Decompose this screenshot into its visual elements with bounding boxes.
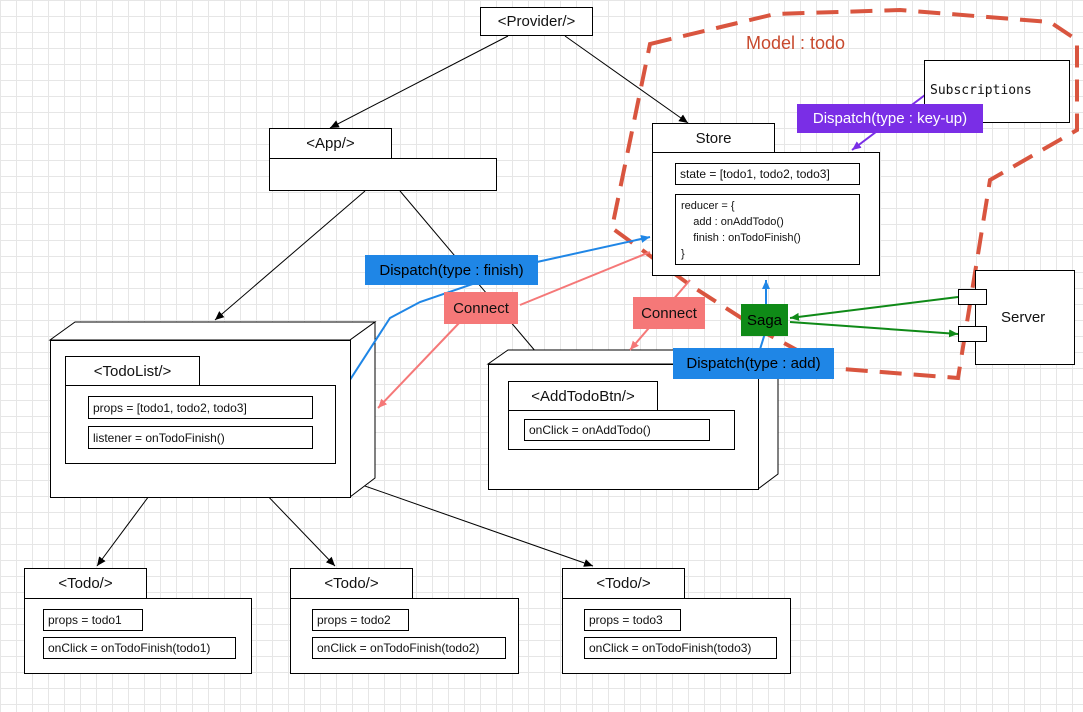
- todolist-header: <TodoList/>: [65, 356, 200, 386]
- todo2-header: <Todo/>: [290, 568, 413, 599]
- server-node: Server: [975, 270, 1075, 365]
- arrow-app-todolist: [214, 190, 366, 321]
- store-node-header: Store: [652, 123, 775, 153]
- app-node-header: <App/>: [269, 128, 392, 159]
- addtodobtn-onclick-field: onClick = onAddTodo(): [524, 419, 710, 441]
- dispatch-finish-line: [312, 235, 651, 438]
- store-reducer-field: reducer = { add : onAddTodo() finish : o…: [675, 194, 860, 265]
- todolist-box-top: [48, 321, 377, 341]
- todo1-onclick-field: onClick = onTodoFinish(todo1): [43, 637, 236, 659]
- addtodobtn-label: <AddTodoBtn/>: [531, 387, 635, 405]
- dispatch-add-tag: Dispatch(type : add): [673, 348, 834, 379]
- todo1-props-field: props = todo1: [43, 609, 143, 631]
- dispatch-keyup-tag: Dispatch(type : key-up): [797, 104, 983, 133]
- todo1-header: <Todo/>: [24, 568, 147, 599]
- addtodobtn-header: <AddTodoBtn/>: [508, 381, 658, 411]
- todo1-label: <Todo/>: [58, 575, 113, 592]
- todo3-onclick-field: onClick = onTodoFinish(todo3): [584, 637, 777, 659]
- todo3-label: <Todo/>: [596, 575, 651, 592]
- todolist-listener-field: listener = onTodoFinish(): [88, 426, 313, 449]
- server-label: Server: [1001, 309, 1046, 326]
- arrow-provider-app: [329, 35, 509, 129]
- todolist-props-field: props = [todo1, todo2, todo3]: [88, 396, 313, 419]
- server-port-top: [958, 289, 987, 305]
- provider-label: <Provider/>: [497, 13, 576, 30]
- provider-node: <Provider/>: [480, 7, 593, 36]
- store-state-field: state = [todo1, todo2, todo3]: [675, 163, 860, 185]
- app-label: <App/>: [306, 135, 355, 152]
- todolist-label: <TodoList/>: [93, 362, 172, 380]
- connect-store-todolist: [519, 251, 651, 306]
- saga-to-server: [789, 321, 959, 338]
- connect-todolist-tail: [377, 321, 461, 409]
- todo3-header: <Todo/>: [562, 568, 685, 599]
- arrow-provider-store: [564, 35, 689, 124]
- model-title: Model : todo: [746, 33, 846, 53]
- app-node-body: [269, 158, 497, 191]
- store-label: Store: [695, 129, 732, 147]
- connect-right-tag: Connect: [633, 297, 705, 329]
- todo2-props-field: props = todo2: [312, 609, 409, 631]
- model-region-outline: [609, 7, 1079, 381]
- dispatch-finish-tag: Dispatch(type : finish): [365, 255, 538, 285]
- subscriptions-label: Subscriptions: [930, 83, 1032, 98]
- server-to-saga: [789, 296, 959, 321]
- connect-left-tag: Connect: [444, 292, 518, 324]
- saga-tag: Saga: [741, 304, 788, 336]
- todo2-onclick-field: onClick = onTodoFinish(todo2): [312, 637, 506, 659]
- todo2-label: <Todo/>: [324, 575, 379, 592]
- todo3-props-field: props = todo3: [584, 609, 681, 631]
- server-port-bottom: [958, 326, 987, 342]
